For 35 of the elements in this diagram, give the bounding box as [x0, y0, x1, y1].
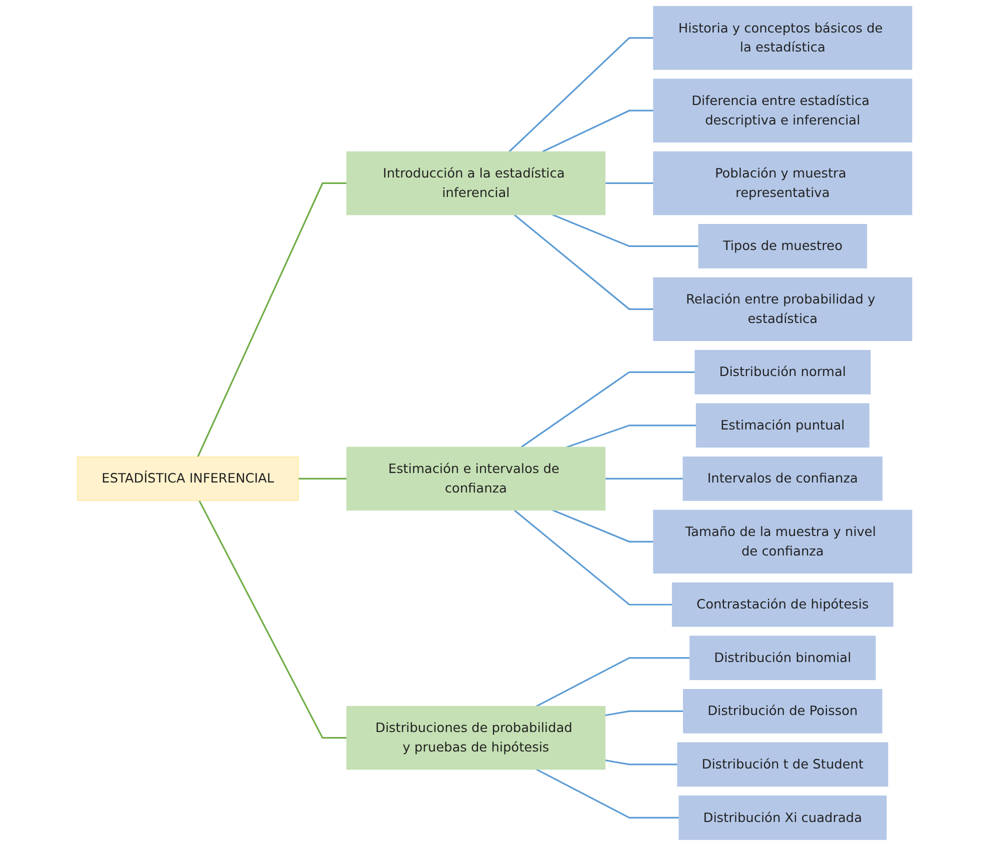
node-box: Relación entre probabilidad y estadística	[653, 277, 913, 342]
node-box: Intervalos de confianza	[683, 456, 883, 501]
node-box: Distribución de Poisson	[683, 688, 883, 734]
node-box: Estimación puntual	[696, 403, 870, 448]
node-box: ESTADÍSTICA INFERENCIAL	[77, 456, 300, 501]
node-box: Distribuciones de probabilidad y pruebas de hipótesis	[346, 706, 606, 770]
node-box: Tipos de muestreo	[698, 224, 868, 268]
node-box: Población y muestra representativa	[653, 151, 913, 216]
node-box: Estimación e intervalos de confianza	[346, 446, 606, 511]
node-box: Introducción a la estadística inferencial	[346, 151, 606, 216]
node-box: Distribución t de Student	[678, 742, 888, 787]
connector	[514, 510, 673, 606]
connector	[298, 478, 348, 480]
connector	[552, 509, 654, 542]
node-box: Diferencia entre estadística descriptiva e inferencial	[653, 78, 913, 142]
connector	[536, 657, 690, 708]
connector	[542, 110, 654, 152]
node-box: Contrastación de hipótesis	[672, 582, 894, 627]
connector	[197, 182, 348, 458]
node-box: Distribución Xi cuadrada	[679, 796, 888, 840]
node-box: Distribución normal	[695, 350, 871, 394]
connector	[552, 214, 699, 248]
connector	[536, 768, 680, 819]
node-box: Tamaño de la muestra y nivel de confianza	[653, 510, 913, 574]
node-box: Historia y conceptos básicos de la estadística	[653, 6, 913, 70]
connector	[605, 478, 684, 480]
connector	[605, 182, 654, 184]
connector	[198, 500, 348, 739]
connector	[508, 37, 654, 152]
connector	[514, 214, 654, 310]
connector	[605, 759, 678, 766]
connector	[566, 424, 697, 448]
connector	[605, 710, 684, 716]
node-box: Distribución binomial	[690, 636, 876, 680]
connector	[521, 371, 696, 448]
